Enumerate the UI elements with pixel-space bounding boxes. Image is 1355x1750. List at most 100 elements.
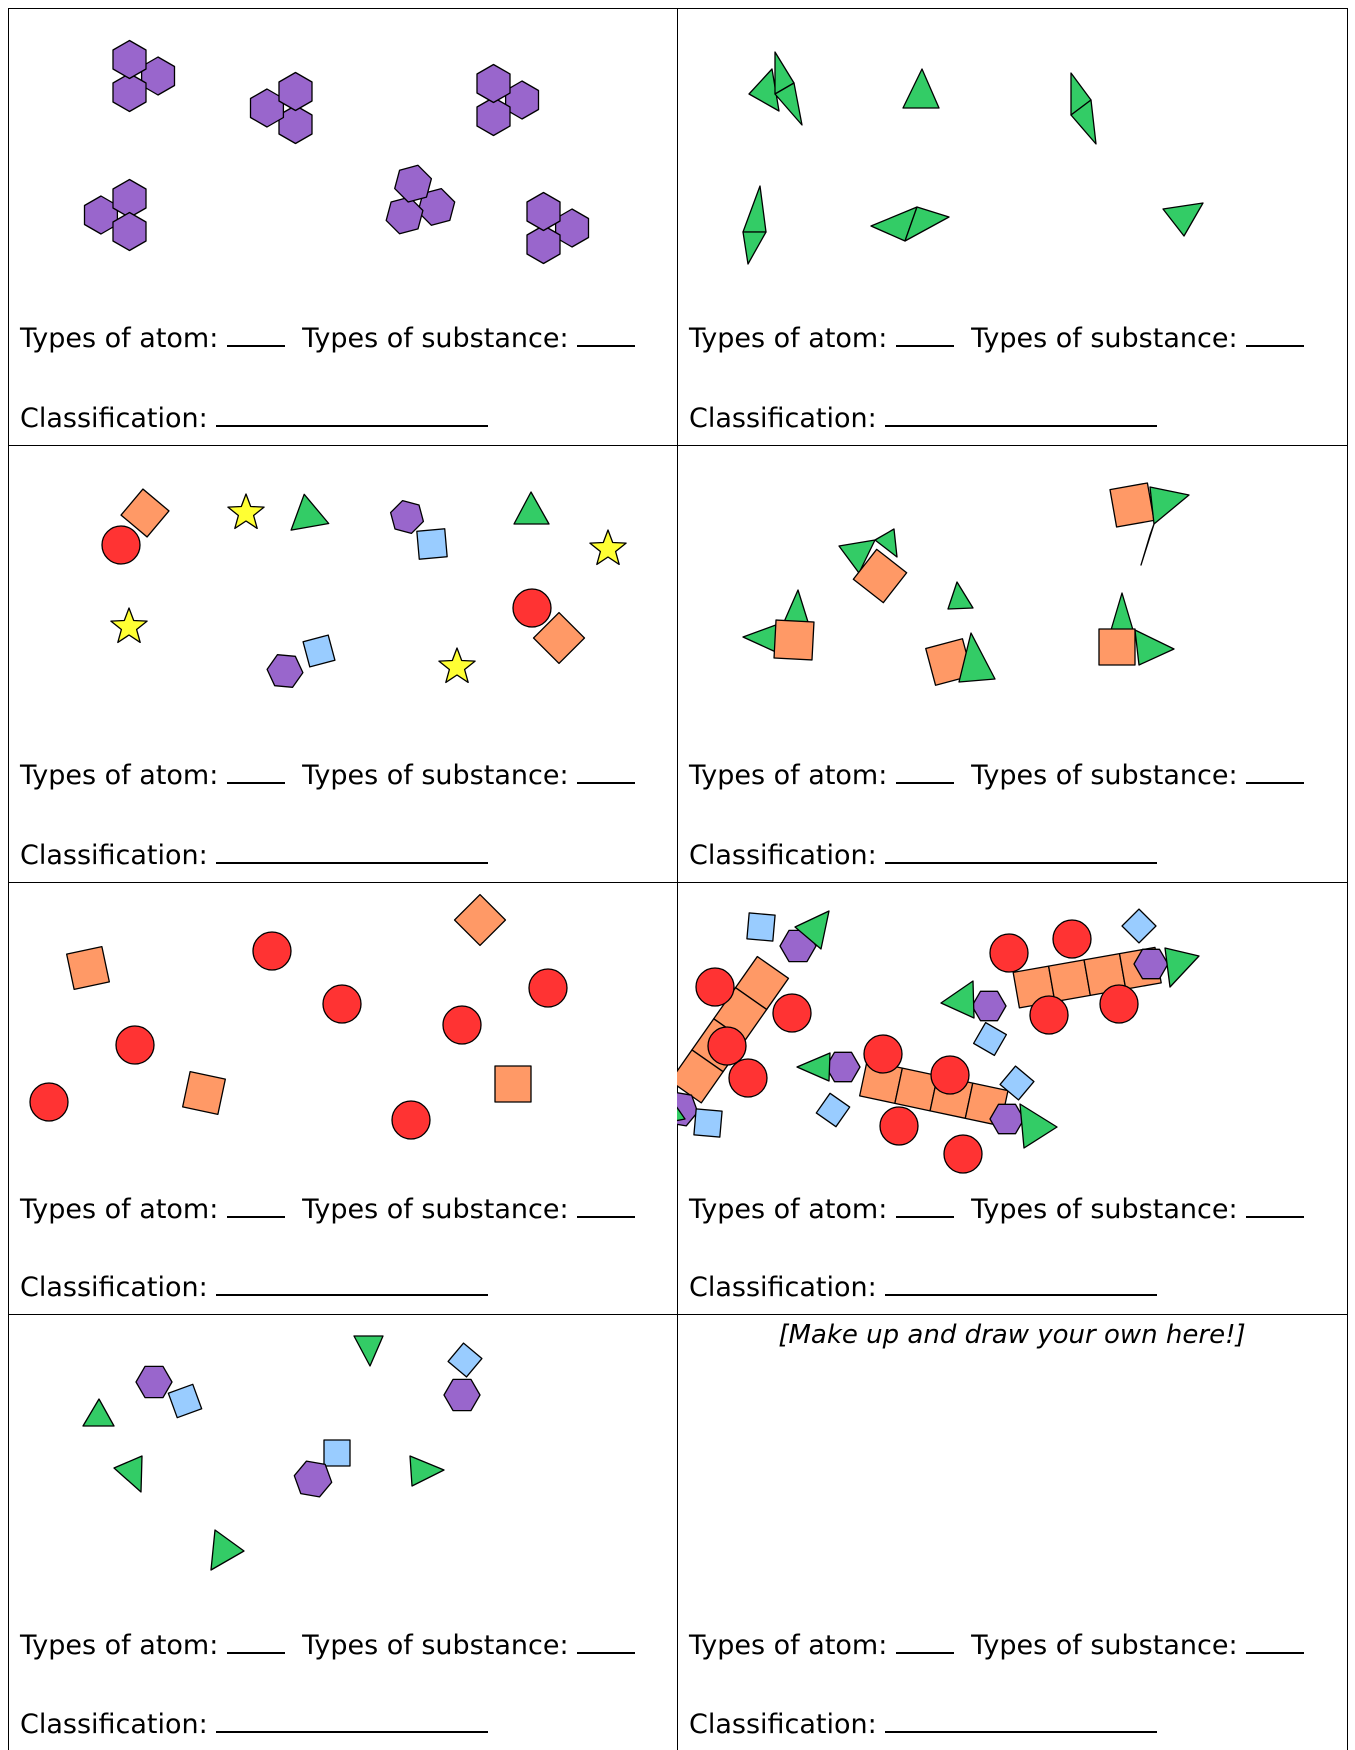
classification-blank[interactable]: [885, 840, 1158, 864]
types-of-substance-label: Types of substance:: [971, 323, 1238, 354]
orange-square-atom: [453, 893, 507, 947]
green-triangle-atom: [904, 206, 950, 242]
purple-hexagon-atom: [971, 990, 1007, 1022]
panel-3: Types of atom: Types of substance: Class…: [8, 445, 677, 882]
green-triangle-atom: [958, 632, 996, 683]
orange-square-atom: [773, 619, 815, 661]
red-circle-atom: [989, 933, 1029, 973]
atom-substance-line: Types of atom: Types of substance:: [20, 1630, 636, 1661]
green-triangle-atom: [409, 1455, 445, 1487]
types-of-substance-blank[interactable]: [1246, 1194, 1305, 1218]
types-of-substance-blank[interactable]: [577, 323, 636, 347]
types-of-atom-blank[interactable]: [895, 1194, 954, 1218]
orange-square-atom: [494, 1065, 532, 1103]
classification-blank[interactable]: [216, 1272, 489, 1296]
purple-hexagon-atom: [266, 654, 304, 688]
green-triangle-atom: [353, 1335, 384, 1367]
blue-square-atom: [416, 528, 448, 560]
green-triangle-atom: [947, 581, 974, 610]
panel-2: Types of atom: Types of substance: Class…: [677, 8, 1347, 445]
red-circle-atom: [879, 1106, 919, 1146]
types-of-atom-blank[interactable]: [895, 1630, 954, 1654]
purple-hexagon-atom: [825, 1051, 861, 1083]
types-of-substance-label: Types of substance:: [302, 1194, 569, 1225]
classification-line: Classification:: [689, 840, 1158, 871]
classification-blank[interactable]: [216, 1709, 489, 1733]
red-circle-atom: [695, 967, 735, 1007]
types-of-substance-label: Types of substance:: [971, 760, 1238, 791]
classification-label: Classification:: [20, 1272, 208, 1303]
green-triangle-atom: [82, 1398, 115, 1427]
red-circle-atom: [442, 1005, 482, 1045]
classification-blank[interactable]: [216, 840, 489, 864]
types-of-substance-blank[interactable]: [577, 1630, 636, 1654]
classification-line: Classification:: [20, 1709, 489, 1740]
red-circle-atom: [512, 588, 552, 628]
column-divider: [677, 8, 678, 1750]
panel-2-drawing: [742, 51, 1204, 265]
types-of-atom-label: Types of atom:: [689, 1194, 888, 1225]
red-circle-atom: [863, 1034, 903, 1074]
blue-square-atom: [1121, 908, 1157, 944]
types-of-substance-blank[interactable]: [1246, 760, 1305, 784]
green-triangle-atom: [1149, 486, 1190, 525]
types-of-atom-blank[interactable]: [226, 1194, 285, 1218]
classification-blank[interactable]: [216, 403, 489, 427]
purple-hexagon-atom: [278, 71, 313, 112]
types-of-atom-blank[interactable]: [895, 760, 954, 784]
classification-blank[interactable]: [885, 1272, 1158, 1296]
green-triangle-atom: [794, 910, 830, 950]
panel-6: Types of atom: Types of substance: Class…: [677, 882, 1347, 1314]
types-of-atom-blank[interactable]: [226, 760, 285, 784]
purple-hexagon-atom: [989, 1103, 1025, 1135]
green-triangle-atom: [774, 82, 803, 126]
purple-hexagon-atom: [526, 191, 561, 232]
classification-blank[interactable]: [885, 1709, 1158, 1733]
purple-hexagon-atom: [526, 224, 561, 265]
types-of-atom-blank[interactable]: [226, 1630, 285, 1654]
purple-hexagon-atom: [135, 1365, 173, 1399]
border-top: [8, 8, 1348, 9]
classification-line: Classification:: [689, 1709, 1158, 1740]
orange-square-atom: [1098, 628, 1136, 666]
panel-7-drawing: [82, 1335, 483, 1571]
atom-substance-line: Types of atom: Types of substance:: [689, 323, 1305, 354]
green-triangle-atom: [677, 1106, 686, 1122]
yellow-star-atom: [227, 493, 265, 530]
custom-drawing-area[interactable]: [687, 1364, 1337, 1614]
types-of-substance-blank[interactable]: [1246, 1630, 1305, 1654]
green-triangle-atom: [290, 493, 330, 531]
green-triangle-atom: [1110, 592, 1134, 631]
purple-hexagon-atom: [476, 63, 511, 104]
row-divider-2: [8, 882, 1348, 883]
types-of-atom-blank[interactable]: [895, 323, 954, 347]
red-circle-atom: [1052, 919, 1092, 959]
red-circle-atom: [29, 1082, 69, 1122]
purple-hexagon-atom: [389, 499, 425, 535]
panel-1: Types of atom: Types of substance: Class…: [8, 8, 677, 445]
atom-substance-line: Types of atom: Types of substance:: [689, 1194, 1305, 1225]
green-triangle-atom: [1162, 202, 1204, 237]
blue-square-atom: [999, 1065, 1035, 1101]
orange-square-atom: [1109, 482, 1155, 528]
types-of-atom-blank[interactable]: [226, 323, 285, 347]
red-circle-atom: [322, 984, 362, 1024]
types-of-substance-blank[interactable]: [1246, 323, 1305, 347]
panel-5-drawing: [29, 893, 568, 1140]
red-circle-atom: [391, 1100, 431, 1140]
yellow-star-atom: [589, 529, 627, 566]
yellow-star-atom: [110, 607, 148, 644]
types-of-substance-blank[interactable]: [577, 1194, 636, 1218]
red-circle-atom: [930, 1055, 970, 1095]
types-of-substance-blank[interactable]: [577, 760, 636, 784]
purple-hexagon-atom: [394, 164, 433, 203]
classification-label: Classification:: [20, 403, 208, 434]
atom-substance-line: Types of atom: Types of substance:: [20, 323, 636, 354]
purple-hexagon-atom: [112, 178, 147, 219]
panel-7: Types of atom: Types of substance: Class…: [8, 1314, 677, 1750]
red-circle-atom: [101, 525, 141, 565]
red-circle-atom: [728, 1058, 768, 1098]
blue-square-atom: [746, 912, 776, 942]
purple-hexagon-atom: [112, 72, 147, 113]
classification-blank[interactable]: [885, 403, 1158, 427]
